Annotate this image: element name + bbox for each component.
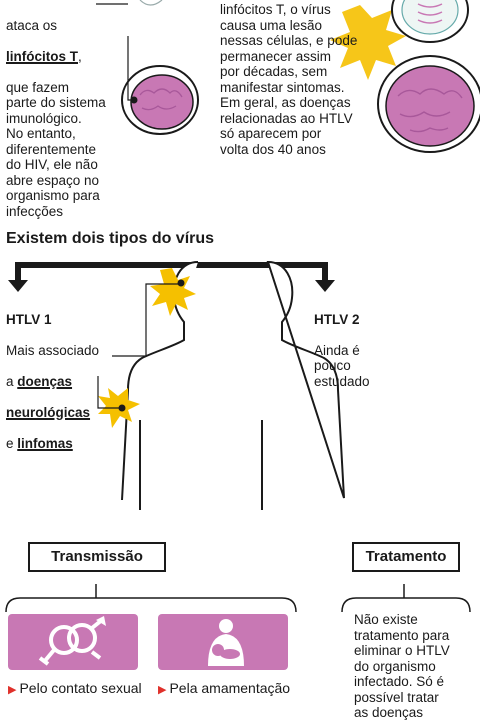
arrow-right-icon: ▶: [8, 684, 17, 696]
connector-left: [127, 36, 134, 101]
linfocitos-t-label: linfócitos T: [6, 48, 78, 64]
top-right-text: linfócitos T, o vírus causa uma lesão ne…: [220, 2, 358, 157]
doencas-label: doenças: [17, 373, 73, 389]
gender-symbols-icon: [38, 616, 106, 666]
transmissao-bracket: [5, 584, 297, 613]
tratamento-text: Não existe tratamento para eliminar o HT…: [354, 612, 450, 720]
infected-cell-left: [121, 65, 199, 135]
htlv2-title: HTLV 2: [314, 311, 360, 327]
htlv1-line1: Mais associado: [6, 342, 100, 358]
top-left-text: ataca os linfócitos T, que fazem parte d…: [6, 2, 126, 235]
transmissao-item-2: ▶Pela amamentação: [158, 680, 290, 698]
htlv2-text: Ainda é pouco estudado: [314, 342, 370, 389]
top-left-paragraph: que fazem parte do sistema imunológico. …: [6, 79, 106, 219]
virus-attack-right: [330, 0, 480, 153]
transmissao-item-1-label: Pelo contato sexual: [19, 680, 142, 696]
transmissao-item-1: ▶Pelo contato sexual: [8, 680, 142, 698]
htlv1-line2-prefix: a: [6, 373, 18, 389]
htlv1-block: HTLV 1 Mais associado a doenças neurológ…: [6, 296, 136, 467]
transmissao-item-2-label: Pela amamentação: [169, 680, 291, 696]
card-amamentacao: [158, 614, 288, 670]
card-contato-sexual: [8, 614, 138, 670]
breastfeeding-icon: [208, 619, 244, 666]
htlv2-block: HTLV 2 Ainda é pouco estudado: [314, 296, 414, 405]
top-left-comma: ,: [78, 48, 82, 64]
linfomas-label: linfomas: [17, 435, 73, 451]
types-heading: Existem dois tipos do vírus: [6, 230, 215, 247]
transmissao-title: Transmissão: [28, 542, 166, 572]
tratamento-bracket: [341, 584, 471, 613]
tratamento-title: Tratamento: [352, 542, 460, 572]
top-left-line1: ataca os: [6, 17, 58, 33]
neurologicas-label: neurológicas: [6, 404, 91, 420]
htlv1-line4-prefix: e: [6, 435, 18, 451]
arrow-right-icon: ▶: [158, 684, 167, 696]
htlv1-title: HTLV 1: [6, 311, 52, 327]
